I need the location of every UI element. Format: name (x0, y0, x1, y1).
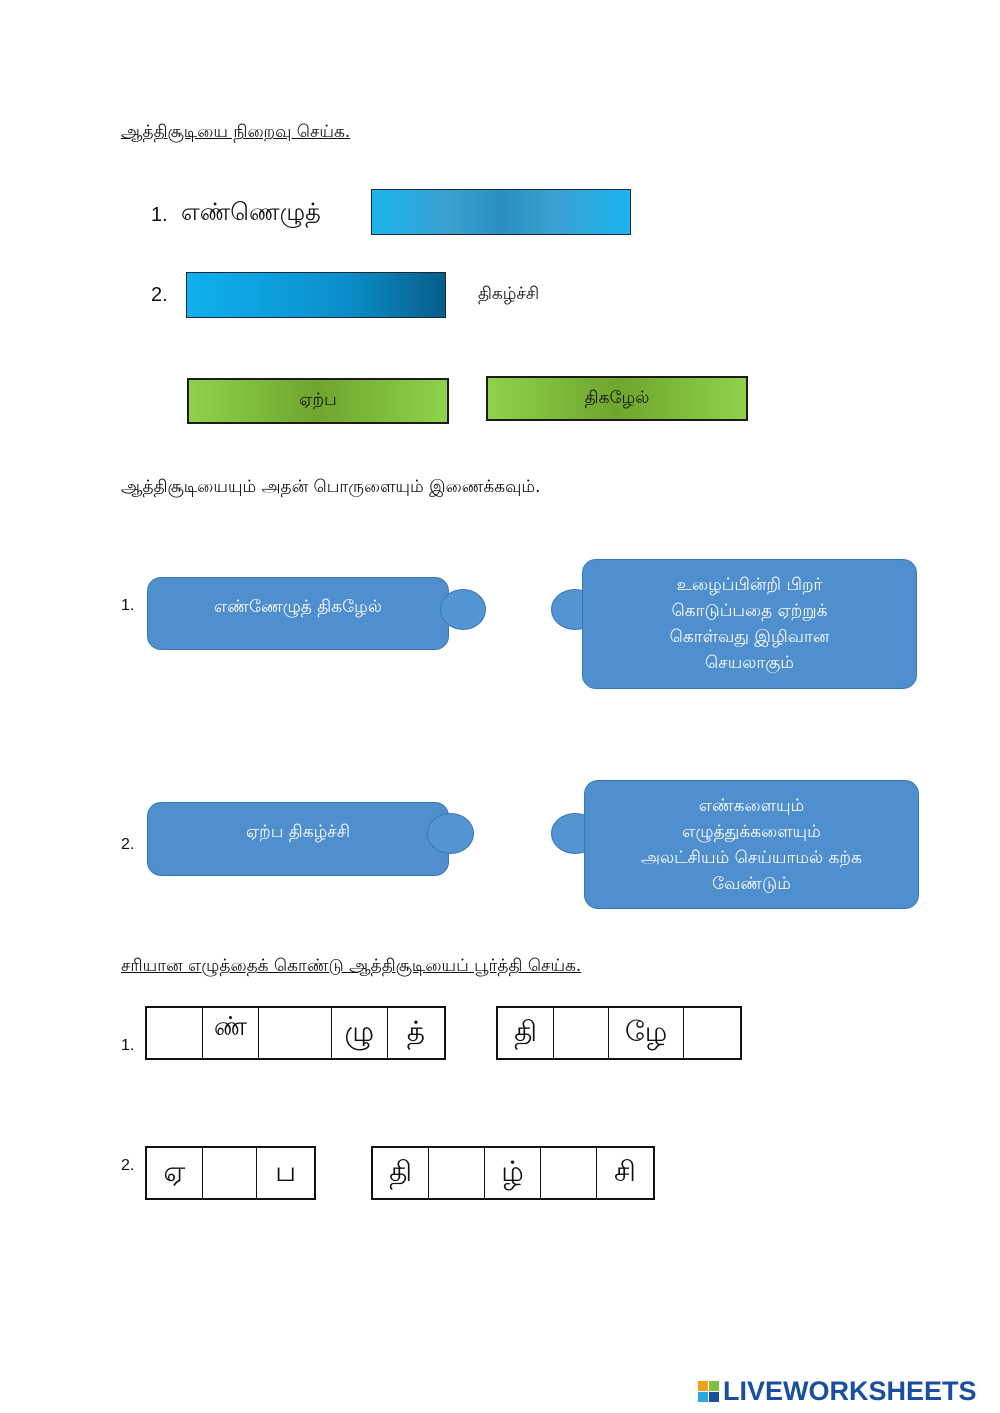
match-right2: எண்களையும் எழுத்துக்களையும் அலட்சியம் செய்… (584, 780, 919, 909)
match-left1: எண்ணேழுத் திகழேல் (147, 577, 449, 650)
fill-row2-word2: தி ழ் சி (371, 1146, 655, 1200)
letter-cell[interactable] (203, 1148, 258, 1198)
match-right1-line: செயலாகும் (705, 653, 794, 673)
match-right1-line: கொடுப்பதை ஏற்றுக் (671, 601, 828, 621)
fill-row1-number: 1. (121, 1037, 135, 1054)
fill-row2-word1: ஏ ப (145, 1146, 316, 1200)
match-right2-line: அலட்சியம் செய்யாமல் கற்க (641, 847, 862, 868)
fill-row1-word2: தி ழே (496, 1006, 742, 1060)
match-right1-line: உழைப்பின்றி பிறர் (676, 575, 823, 595)
match-right2-line: எண்களையும் (698, 795, 805, 816)
match-left1-number: 1. (121, 597, 135, 614)
match-left2-connector[interactable] (427, 813, 474, 854)
item2-drop-zone[interactable] (186, 272, 446, 318)
letter-cell[interactable]: சி (613, 1154, 636, 1188)
letter-cell[interactable]: தி (498, 1008, 555, 1058)
letter-cell[interactable] (541, 1148, 597, 1198)
letter-cell[interactable]: த் (406, 1014, 426, 1048)
match-right1-line: கொள்வது இழிவான (669, 627, 830, 647)
match-right1: உழைப்பின்றி பிறர் கொடுப்பதை ஏற்றுக் கொள்வத… (582, 559, 917, 689)
item1-drop-zone[interactable] (371, 189, 631, 235)
match-right2-line: வேண்டும் (712, 873, 791, 894)
fill-row2-number: 2. (121, 1157, 135, 1174)
letter-cell[interactable]: ழ் (485, 1148, 541, 1198)
letter-cell[interactable]: ப (275, 1154, 297, 1188)
match-left2: ஏற்ப திகழ்ச்சி (147, 802, 449, 876)
letter-cell[interactable]: ண் (203, 1008, 259, 1058)
section1-heading: ஆத்திசூடியை நிறைவு செய்க. (121, 122, 351, 142)
fill-row1-word1: ண் ழு த் (145, 1006, 446, 1060)
option-thigazhel[interactable]: திகழேல் (486, 376, 748, 421)
liveworksheets-logo: LIVEWORKSHEETS (698, 1376, 977, 1407)
section2-heading: ஆத்திசூடியையும் அதன் பொருளையும் இணைக்கவு… (121, 477, 541, 497)
item1-text: எண்ணெழுத் (181, 198, 321, 226)
letter-cell[interactable] (429, 1148, 486, 1198)
match-left2-number: 2. (121, 836, 135, 853)
option-erpa[interactable]: ஏற்ப (187, 378, 449, 424)
letter-cell[interactable]: ழு (332, 1008, 388, 1058)
letter-cell[interactable]: ஏ (147, 1148, 203, 1198)
letter-cell[interactable]: ழே (609, 1008, 684, 1058)
item2-text: திகழ்ச்சி (478, 284, 540, 304)
item2-number: 2. (151, 284, 168, 306)
match-left1-text: எண்ணேழுத் திகழேல் (214, 597, 382, 617)
logo-mark-icon (698, 1381, 719, 1402)
section3-heading: சரியான எழுத்தைக் கொண்டு ஆத்திசூடியைப் பூ… (121, 956, 582, 976)
match-left2-text: ஏற்ப திகழ்ச்சி (245, 822, 351, 842)
letter-cell[interactable] (554, 1008, 610, 1058)
letter-cell[interactable] (684, 1008, 740, 1058)
letter-cell[interactable] (259, 1008, 332, 1058)
match-left1-connector[interactable] (440, 589, 486, 630)
letter-cell[interactable] (147, 1008, 204, 1058)
match-right2-line: எழுத்துக்களையும் (682, 821, 821, 842)
logo-text: LIVEWORKSHEETS (723, 1376, 977, 1406)
letter-cell[interactable]: தி (373, 1148, 430, 1198)
item1-number: 1. (151, 204, 168, 226)
